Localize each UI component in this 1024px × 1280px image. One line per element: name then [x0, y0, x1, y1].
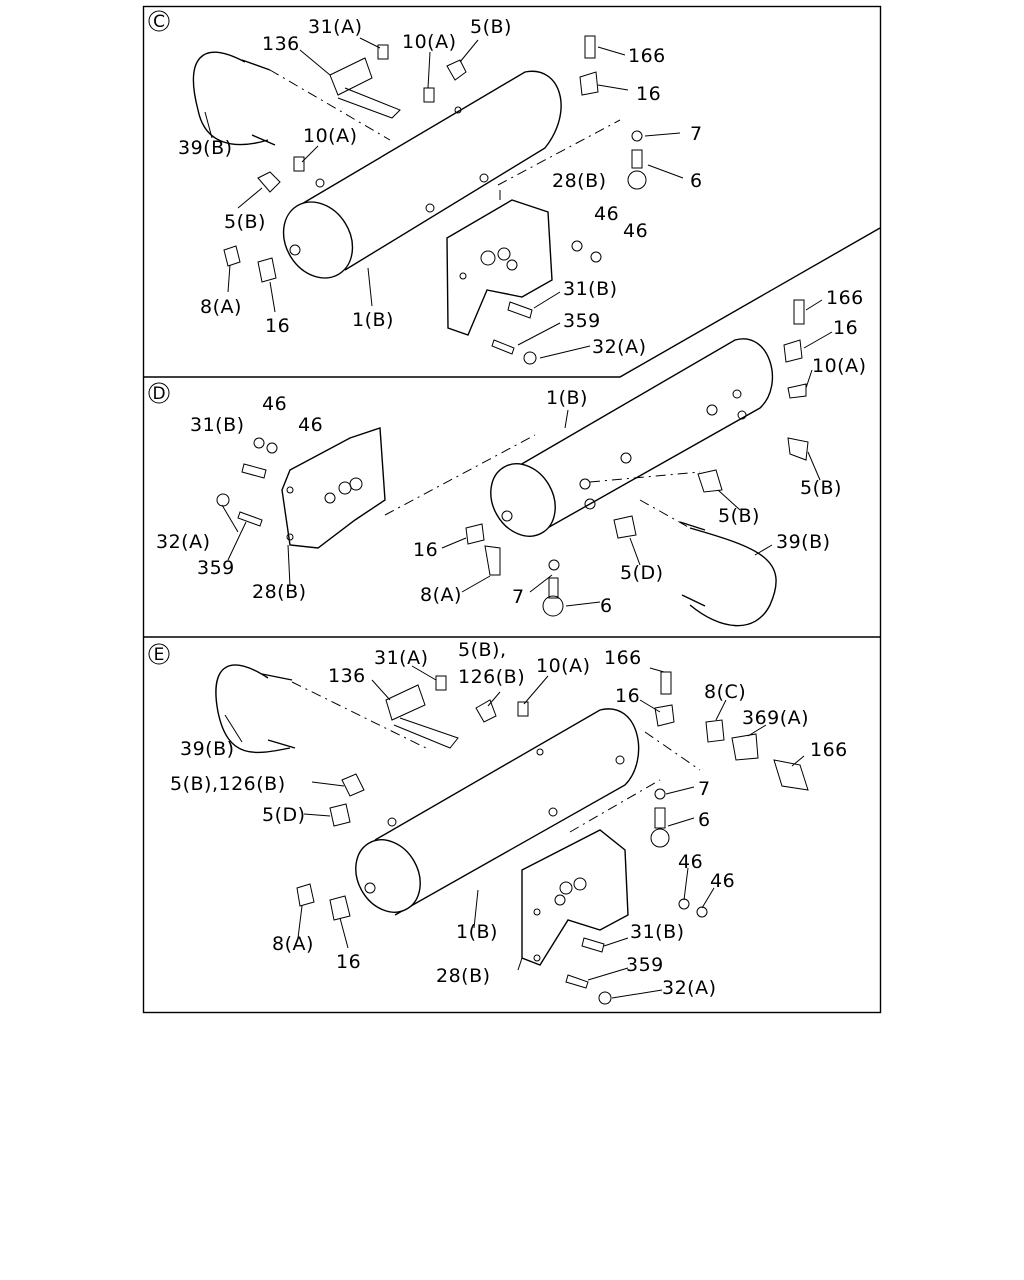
label-8a: 8(A): [420, 584, 462, 606]
label-16: 16: [413, 539, 438, 561]
label-7: 7: [512, 586, 525, 608]
label-5d: 5(D): [620, 562, 664, 584]
label-32a: 32(A): [156, 531, 211, 553]
label-5b: 5(B): [718, 505, 760, 527]
svg-text:D: D: [152, 384, 165, 404]
label-5b: 5(B): [224, 211, 266, 233]
label-10a: 10(A): [402, 31, 457, 53]
label-359: 359: [563, 310, 601, 332]
label-28b: 28(B): [436, 965, 491, 987]
label-8a: 8(A): [272, 933, 314, 955]
section-d-labels: 166 16 10(A) 1(B) 46 31(B) 46 5(B) 5(B) …: [156, 287, 867, 617]
label-166: 166: [604, 647, 642, 669]
label-5b: 5(B): [470, 16, 512, 38]
label-8c: 8(C): [704, 681, 746, 703]
section-e-drawing: [215, 664, 809, 1005]
diagram-frames: [142, 5, 882, 1014]
label-31b: 31(B): [190, 414, 245, 436]
label-39b: 39(B): [178, 137, 233, 159]
bracket-28b-e: [521, 829, 629, 966]
label-1b: 1(B): [456, 921, 498, 943]
air-tank-c: [282, 70, 562, 279]
bracket-136-e: [385, 684, 459, 749]
label-7: 7: [698, 778, 711, 800]
label-46: 46: [710, 870, 735, 892]
label-166: 166: [826, 287, 864, 309]
section-c-drawing: [192, 35, 647, 365]
section-d-drawing: [216, 299, 809, 627]
label-31a: 31(A): [308, 16, 363, 38]
section-c-labels: 136 31(A) 10(A) 5(B) 166 16 39(B) 10(A) …: [178, 16, 703, 358]
label-5b-126b: 126(B): [458, 666, 525, 688]
section-marker-e: E: [148, 643, 170, 665]
label-1b: 1(B): [546, 387, 588, 409]
label-10a: 10(A): [536, 655, 591, 677]
label-136: 136: [328, 665, 366, 687]
label-31b: 31(B): [630, 921, 685, 943]
bracket-28b-c: [446, 199, 553, 336]
label-16: 16: [636, 83, 661, 105]
label-39b: 39(B): [776, 531, 831, 553]
air-tank-e: [355, 708, 640, 916]
label-46: 46: [678, 851, 703, 873]
label-28b: 28(B): [552, 170, 607, 192]
hose-39b-e: [215, 664, 296, 754]
bracket-136-c: [329, 57, 401, 119]
label-5b-126b: 5(B),126(B): [170, 773, 286, 795]
bracket-28b-d: [281, 427, 386, 549]
label-31a: 31(A): [374, 647, 429, 669]
label-16: 16: [615, 685, 640, 707]
label-31b: 31(B): [563, 278, 618, 300]
label-6: 6: [690, 170, 703, 192]
section-marker-d: D: [148, 382, 170, 404]
label-6: 6: [600, 595, 613, 617]
label-8a: 8(A): [200, 296, 242, 318]
section-d-leaders: [221, 299, 833, 607]
section-e-leaders: [224, 665, 805, 999]
hose-39b-d: [679, 521, 777, 627]
label-166: 166: [628, 45, 666, 67]
label-5b: 5(B): [800, 477, 842, 499]
label-10a: 10(A): [303, 125, 358, 147]
section-c-leaders: [204, 37, 684, 359]
label-46: 46: [298, 414, 323, 436]
label-369a: 369(A): [742, 707, 809, 729]
label-32a: 32(A): [662, 977, 717, 999]
label-46: 46: [623, 220, 648, 242]
label-28b: 28(B): [252, 581, 307, 603]
svg-text:E: E: [154, 645, 165, 665]
label-46: 46: [594, 203, 619, 225]
label-136: 136: [262, 33, 300, 55]
label-46: 46: [262, 393, 287, 415]
label-7: 7: [690, 123, 703, 145]
label-1b: 1(B): [352, 309, 394, 331]
label-16: 16: [833, 317, 858, 339]
section-e-labels: 31(A) 5(B), 136 10(A) 166 126(B) 16 8(C)…: [170, 639, 848, 999]
section-marker-c: C: [148, 10, 170, 32]
air-tank-d: [490, 338, 774, 537]
label-5d: 5(D): [262, 804, 306, 826]
label-10a: 10(A): [812, 355, 867, 377]
hose-39b-c: [192, 51, 276, 146]
label-39b: 39(B): [180, 738, 235, 760]
label-16: 16: [265, 315, 290, 337]
label-5b-126b: 5(B),: [458, 639, 507, 661]
label-166: 166: [810, 739, 848, 761]
svg-text:C: C: [153, 12, 165, 32]
label-359: 359: [197, 557, 235, 579]
label-359: 359: [626, 954, 664, 976]
label-6: 6: [698, 809, 711, 831]
label-16: 16: [336, 951, 361, 973]
label-32a: 32(A): [592, 336, 647, 358]
